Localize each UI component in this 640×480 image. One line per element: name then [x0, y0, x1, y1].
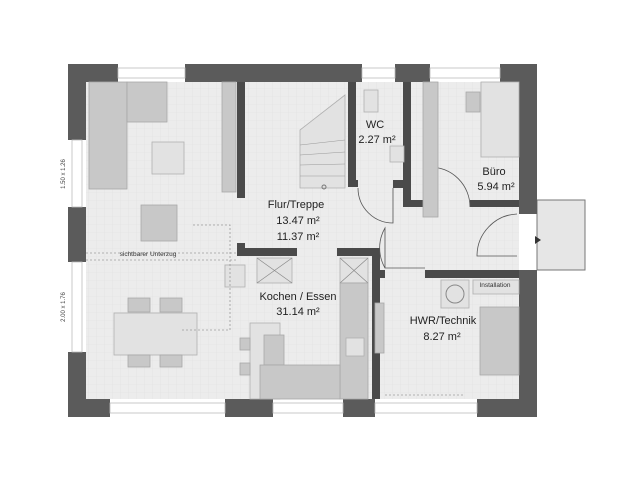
window-dimension-top-left: 1.50 x 1.26	[61, 158, 67, 188]
window-dimension-bottom-left: 2.00 x 1.76	[61, 291, 67, 321]
entry-arrow-icon	[535, 236, 541, 244]
room-name-kochen: Kochen / Essen	[259, 291, 336, 303]
beam-label: sichtbarer Unterzug	[120, 251, 177, 258]
furniture	[86, 81, 520, 400]
windows	[71, 67, 501, 414]
room-name-wc: WC	[366, 119, 384, 131]
room-area-wc: 2.27 m²	[358, 134, 396, 146]
room-area-buero: 5.94 m²	[477, 181, 515, 193]
room-area-hwr: 8.27 m²	[423, 331, 461, 343]
entry-porch	[536, 199, 586, 271]
room-name-hwr: HWR/Technik	[410, 315, 477, 327]
room-name-flur: Flur/Treppe	[268, 199, 324, 211]
installation-label: Installation	[479, 282, 510, 289]
room-area-flur-2: 11.37 m²	[277, 231, 320, 243]
room-name-buero: Büro	[482, 166, 505, 178]
room-area-kochen: 31.14 m²	[276, 306, 320, 318]
room-area-flur: 13.47 m²	[276, 215, 320, 227]
outer-walls	[68, 64, 537, 417]
staircase	[299, 94, 346, 190]
